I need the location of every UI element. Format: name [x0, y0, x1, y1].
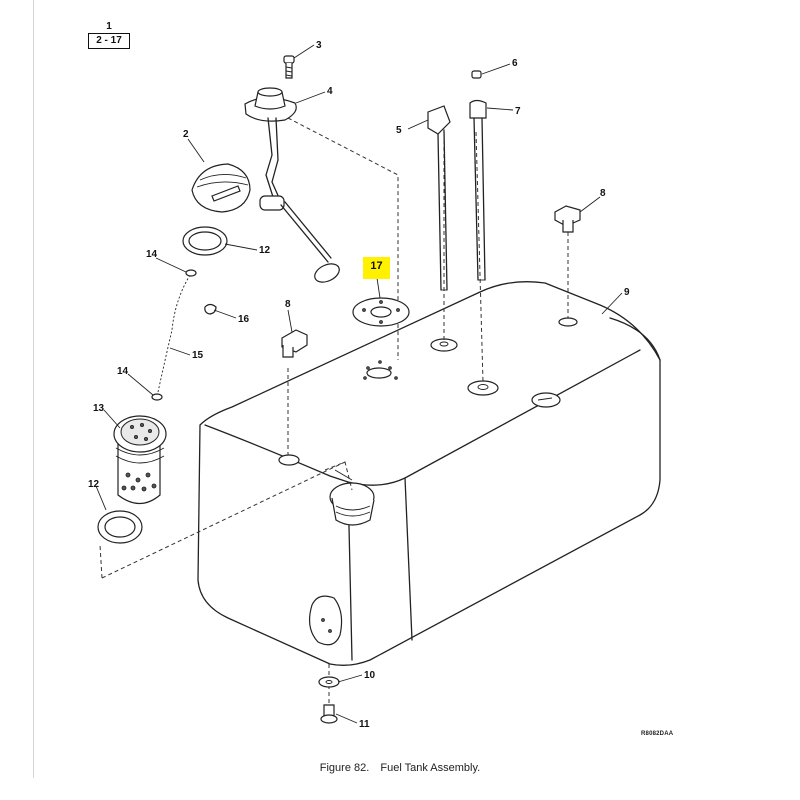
drain-plug-part-11 — [320, 704, 338, 724]
callout-12-lower: 12 — [88, 479, 100, 490]
callout-12-upper: 12 — [259, 245, 271, 256]
callout-6: 6 — [512, 58, 518, 69]
fuel-tank — [197, 281, 661, 666]
callout-7: 7 — [515, 106, 521, 117]
callout-2: 2 — [183, 129, 189, 140]
item-reference: 1 2 - 17 — [88, 20, 130, 49]
vent-valve-part-8-left — [281, 329, 308, 358]
vent-valve-part-8-right — [554, 205, 581, 233]
filler-strainer-part-13 — [113, 415, 167, 505]
callout-14-lower: 14 — [117, 366, 129, 377]
filler-cap-part-2 — [191, 163, 251, 213]
callout-9: 9 — [624, 287, 630, 298]
callout-leaders — [95, 44, 623, 724]
gasket-part-17 — [352, 297, 410, 327]
callout-10: 10 — [364, 670, 376, 681]
chain-assembly-parts-14-15-16 — [151, 269, 217, 401]
callout-8-right: 8 — [600, 188, 606, 199]
item-number: 1 — [106, 21, 112, 32]
figure-title: Fuel Tank Assembly. — [380, 762, 481, 774]
fuel-level-sender-part-4 — [244, 87, 340, 283]
figure-number: Figure 82. — [319, 762, 370, 774]
screw-part-3 — [283, 55, 295, 79]
drawing-code: R8082DAA — [641, 731, 674, 737]
drain-washer-part-10 — [318, 676, 340, 688]
callout-14-upper: 14 — [146, 249, 158, 260]
suction-tube-part-5 — [427, 105, 451, 291]
callout-15: 15 — [192, 350, 204, 361]
callout-11: 11 — [359, 719, 370, 730]
highlight-box — [363, 257, 390, 279]
callout-4: 4 — [327, 86, 333, 97]
figure-caption: Figure 82. Fuel Tank Assembly. — [0, 762, 800, 774]
callout-labels: 3 4 5 6 7 8 8 9 2 12 14 16 15 14 13 12 1… — [88, 40, 630, 730]
page-margin-rule — [33, 0, 34, 778]
callout-17-highlighted: 17 — [370, 260, 383, 272]
return-tube-parts-6-7 — [469, 70, 487, 281]
callout-8-left: 8 — [285, 299, 291, 310]
callout-16: 16 — [238, 314, 250, 325]
gasket-part-12-upper — [182, 226, 228, 256]
gasket-part-12-lower — [97, 510, 143, 544]
callout-3: 3 — [316, 40, 322, 51]
callout-5: 5 — [396, 125, 402, 136]
callout-13: 13 — [93, 403, 105, 414]
group-number-box: 2 - 17 — [88, 33, 130, 49]
